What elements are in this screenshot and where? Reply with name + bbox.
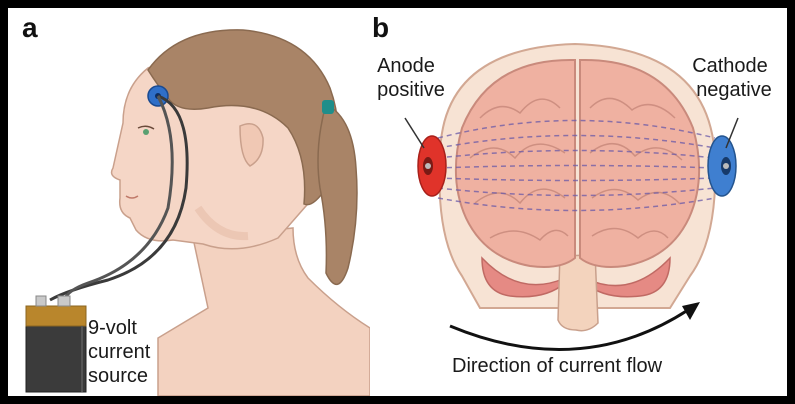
anode-label-line2: positive xyxy=(370,78,452,102)
battery-label-line2: current xyxy=(88,340,150,364)
anode-pointer xyxy=(405,118,424,148)
panel-b: b xyxy=(370,8,787,396)
ponytail xyxy=(318,104,357,284)
panel-a: a xyxy=(8,8,370,396)
anode-label-line1: Anode xyxy=(370,54,442,78)
hair-tie xyxy=(322,100,334,114)
battery-label-line3: source xyxy=(88,364,148,388)
cathode-label-line1: Cathode xyxy=(680,54,780,78)
cathode-label-line2: negative xyxy=(684,78,784,102)
cathode-electrode-icon xyxy=(708,136,736,196)
battery-label-line1: 9-volt xyxy=(88,316,137,340)
flow-label: Direction of current flow xyxy=(452,354,662,378)
battery-icon xyxy=(26,296,86,392)
head-illustration xyxy=(8,8,370,396)
